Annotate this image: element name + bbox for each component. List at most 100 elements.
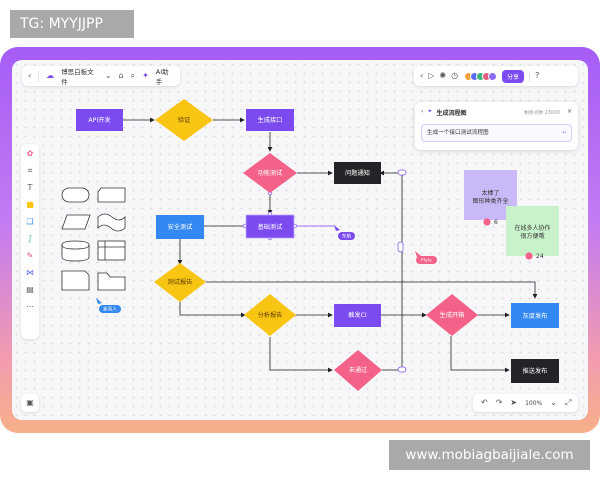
- svg-text:验证: 验证: [178, 116, 190, 124]
- pen-icon[interactable]: ✎: [26, 251, 34, 260]
- panel-title: 生成流程图: [436, 109, 467, 117]
- prompt-input[interactable]: 生成一个接口测试流程图 ↵: [421, 124, 572, 142]
- search-icon[interactable]: ⌕: [130, 71, 136, 80]
- cloud-icon: ☁: [46, 71, 55, 80]
- undo-icon[interactable]: ↶: [481, 398, 488, 407]
- zoom-level[interactable]: 100%: [525, 399, 543, 407]
- minimap-toggle[interactable]: ▣: [21, 394, 39, 412]
- svg-text:在线多人协作: 在线多人协作: [514, 224, 550, 232]
- svg-text:分析报告: 分析报告: [258, 311, 283, 319]
- avatar[interactable]: [488, 71, 498, 81]
- svg-text:灰度发布: 灰度发布: [523, 312, 548, 320]
- celebrate-icon[interactable]: ✺: [439, 71, 447, 80]
- svg-text:测试报告: 测试报告: [168, 278, 193, 286]
- node-gen-deploy[interactable]: 生成开箱: [426, 294, 478, 336]
- node-push-release[interactable]: 推送发布: [511, 359, 559, 383]
- minimap-icon: ▣: [26, 398, 34, 407]
- node-api-dev[interactable]: API开发: [76, 109, 123, 131]
- node-gray-release[interactable]: 灰度发布: [511, 303, 559, 328]
- svg-text:功能测试: 功能测试: [258, 169, 283, 177]
- text-icon[interactable]: T: [27, 183, 33, 192]
- timer-icon[interactable]: ◷: [451, 71, 459, 80]
- svg-text:24: 24: [536, 253, 544, 260]
- cursor-a: 东航: [334, 225, 355, 240]
- back-icon[interactable]: ‹: [28, 71, 32, 80]
- node-verify[interactable]: 验证: [155, 99, 213, 141]
- connector-icon[interactable]: ∫: [27, 234, 33, 243]
- reaction-icon: [525, 252, 533, 260]
- file-name[interactable]: 博思白板文件: [61, 68, 94, 86]
- svg-text:触发CI: 触发CI: [348, 311, 367, 319]
- template-icon[interactable]: ▤: [26, 285, 34, 294]
- mindmap-icon[interactable]: ⋈: [26, 268, 34, 277]
- svg-text:生成开箱: 生成开箱: [440, 311, 465, 319]
- send-icon[interactable]: ↵: [562, 130, 567, 136]
- shapes-icon[interactable]: ❏: [26, 217, 34, 226]
- share-button[interactable]: 分享: [502, 69, 525, 83]
- svg-text:问题通知: 问题通知: [345, 169, 370, 177]
- svg-text:生成接口: 生成接口: [258, 116, 283, 124]
- connectors: [123, 117, 538, 373]
- ai-icon: ✦: [427, 108, 433, 115]
- close-icon[interactable]: ×: [566, 108, 572, 115]
- ai-flowchart-panel: ‹ ✦ 生成流程图 剩余点数 23000 × 生成一个接口测试流程图 ↵: [415, 102, 578, 150]
- chevron-down-icon[interactable]: ⌄: [550, 398, 557, 407]
- svg-text:太棒了: 太棒了: [481, 189, 499, 197]
- collab-toolbar: ‹ ▷ ✺ ◷ 分享 ?: [414, 66, 578, 86]
- redo-icon[interactable]: ↷: [495, 398, 503, 407]
- chevron-left-icon[interactable]: ‹: [420, 71, 424, 80]
- node-gen-api[interactable]: 生成接口: [246, 109, 294, 131]
- back-icon[interactable]: ‹: [421, 108, 424, 115]
- prompt-text: 生成一个接口测试流程图: [427, 130, 489, 136]
- svg-text:很方便哦: 很方便哦: [520, 232, 544, 240]
- url-watermark: www.mobiagbaijiale.com: [389, 440, 590, 470]
- shape-library[interactable]: [61, 187, 126, 291]
- divider: [529, 70, 531, 82]
- node-func-test[interactable]: 功能测试: [243, 153, 297, 193]
- frame-icon[interactable]: ⌗: [27, 166, 33, 175]
- node-fail[interactable]: 未通过: [334, 350, 382, 391]
- node-issue-notify[interactable]: 问题通知: [334, 162, 381, 184]
- sticky-note-icon[interactable]: ■: [26, 200, 34, 209]
- svg-text:6: 6: [494, 219, 498, 226]
- svg-text:东航: 东航: [342, 233, 352, 240]
- tag-icon[interactable]: ⌂: [118, 71, 124, 80]
- chevron-down-icon[interactable]: ⌄: [104, 71, 112, 80]
- fit-screen-icon[interactable]: ⤢: [564, 398, 572, 407]
- flowchart[interactable]: API开发 验证 生成接口 功能测试 问题通知 安全测试: [12, 60, 588, 420]
- ai-icon: ✦: [142, 71, 149, 80]
- help-icon[interactable]: ?: [535, 71, 540, 80]
- brand-icon[interactable]: ✿: [26, 149, 34, 158]
- svg-text:安全测试: 安全测试: [168, 223, 193, 231]
- svg-text:API开发: API开发: [88, 116, 110, 124]
- left-toolbar: ✿ ⌗ T ■ ❏ ∫ ✎ ⋈ ▤ ⋯: [21, 144, 39, 339]
- node-analysis-report[interactable]: 分析报告: [244, 294, 296, 336]
- credit-count: 剩余点数 23000: [523, 110, 560, 116]
- cursor-c: 新晋人: [96, 298, 121, 313]
- svg-text:图形种类齐全: 图形种类齐全: [472, 197, 508, 205]
- tg-watermark: TG: MYYJJPP: [10, 10, 134, 38]
- node-basic-test[interactable]: 基础测试: [245, 214, 295, 239]
- pointer-icon[interactable]: ➤: [510, 398, 518, 407]
- zoom-toolbar: ↶ ↷ ➤ 100% ⌄ ⤢: [473, 394, 578, 412]
- play-icon[interactable]: ▷: [428, 71, 435, 80]
- more-icon[interactable]: ⋯: [26, 302, 34, 311]
- svg-text:未通过: 未通过: [349, 366, 368, 374]
- ai-assistant-button[interactable]: AI助手: [155, 68, 169, 86]
- svg-text:新晋人: 新晋人: [103, 306, 117, 313]
- svg-text:Flyle: Flyle: [421, 258, 432, 264]
- svg-text:推送发布: 推送发布: [523, 367, 548, 375]
- file-toolbar: ‹ ☁ 博思白板文件 ⌄ ⌂ ⌕ ✦ AI助手: [22, 66, 180, 86]
- node-trigger-ci[interactable]: 触发CI: [334, 304, 381, 327]
- node-test-report[interactable]: 测试报告: [154, 263, 206, 302]
- avatar-group[interactable]: [464, 71, 498, 81]
- divider: [38, 70, 40, 82]
- sticky-note-green[interactable]: 在线多人协作 很方便哦 24: [506, 206, 559, 260]
- cursor-b: Flyle: [415, 251, 437, 264]
- svg-text:基础测试: 基础测试: [258, 223, 283, 231]
- reaction-icon: [483, 218, 491, 226]
- whiteboard-canvas[interactable]: API开发 验证 生成接口 功能测试 问题通知 安全测试: [12, 60, 588, 420]
- connector-handles[interactable]: [242, 169, 407, 373]
- node-security-test[interactable]: 安全测试: [156, 215, 204, 239]
